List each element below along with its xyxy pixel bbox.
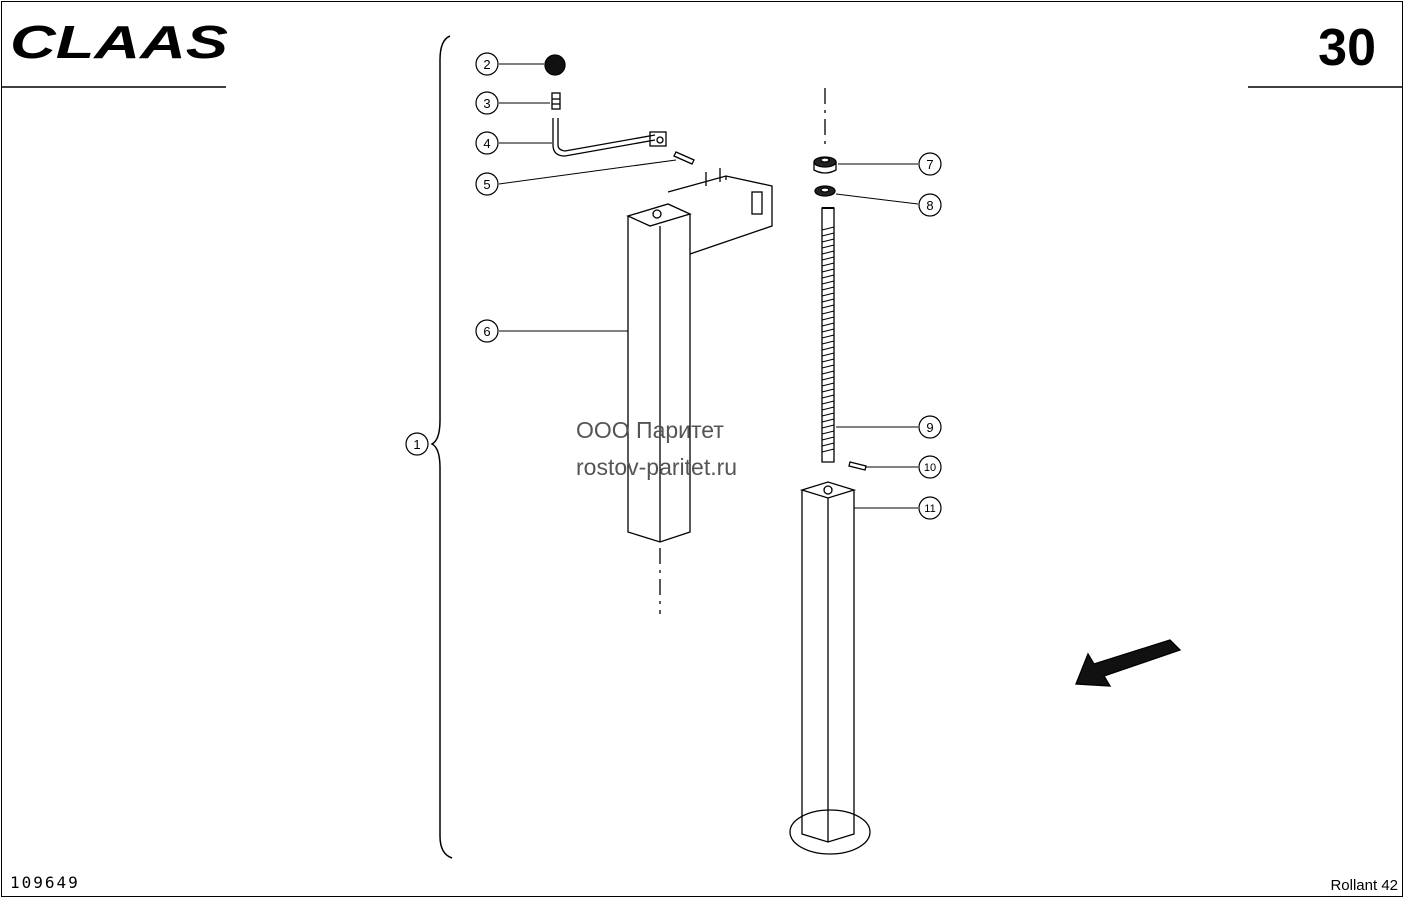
sleeve-part (551, 92, 561, 110)
callout-1-label: 1 (413, 437, 420, 452)
callout-10-label: 10 (924, 462, 936, 474)
callout-11-label: 11 (924, 503, 935, 515)
small-pin-part (848, 461, 867, 471)
callout-3-label: 3 (483, 96, 490, 111)
svg-text:CLAAS: CLAAS (10, 18, 228, 64)
callout-7-label: 7 (926, 157, 933, 172)
page-number: 30 (1318, 19, 1376, 77)
knob-part (544, 54, 566, 76)
callout-3: 3 (475, 91, 499, 115)
callout-6: 6 (475, 319, 499, 343)
callout-7: 7 (918, 152, 942, 176)
callout-9-label: 9 (926, 420, 933, 435)
frame-tube-part (626, 168, 773, 543)
direction-arrow-icon (1075, 639, 1182, 687)
watermark-company: ООО Паритет (576, 417, 724, 443)
callout-5: 5 (475, 172, 499, 196)
callout-10: 10 (918, 455, 942, 479)
callout-11: 11 (918, 496, 942, 520)
stand-tube-part (789, 481, 871, 855)
callout-2-label: 2 (483, 57, 490, 72)
watermark: ООО Паритет rostov-paritet.ru (576, 412, 737, 486)
callout-4-label: 4 (483, 136, 490, 151)
nut-part (813, 156, 837, 174)
callout-8: 8 (918, 193, 942, 217)
washer-part (814, 185, 836, 197)
claas-logo: CLAAS (10, 18, 228, 64)
crank-handle-part (552, 118, 667, 157)
drawing-number: 109649 (10, 873, 80, 892)
assembly-brace (430, 35, 453, 859)
callout-5-label: 5 (483, 177, 490, 192)
pin-part (673, 151, 695, 165)
watermark-website: rostov-paritet.ru (576, 454, 738, 480)
leader-lines (498, 63, 919, 509)
callout-1: 1 (405, 432, 429, 456)
threaded-rod-part (821, 207, 835, 463)
callout-9: 9 (918, 415, 942, 439)
callout-8-label: 8 (926, 198, 933, 213)
callout-2: 2 (475, 52, 499, 76)
callout-6-label: 6 (483, 324, 490, 339)
callout-4: 4 (475, 131, 499, 155)
model-name: Rollant 42 (1330, 877, 1398, 894)
